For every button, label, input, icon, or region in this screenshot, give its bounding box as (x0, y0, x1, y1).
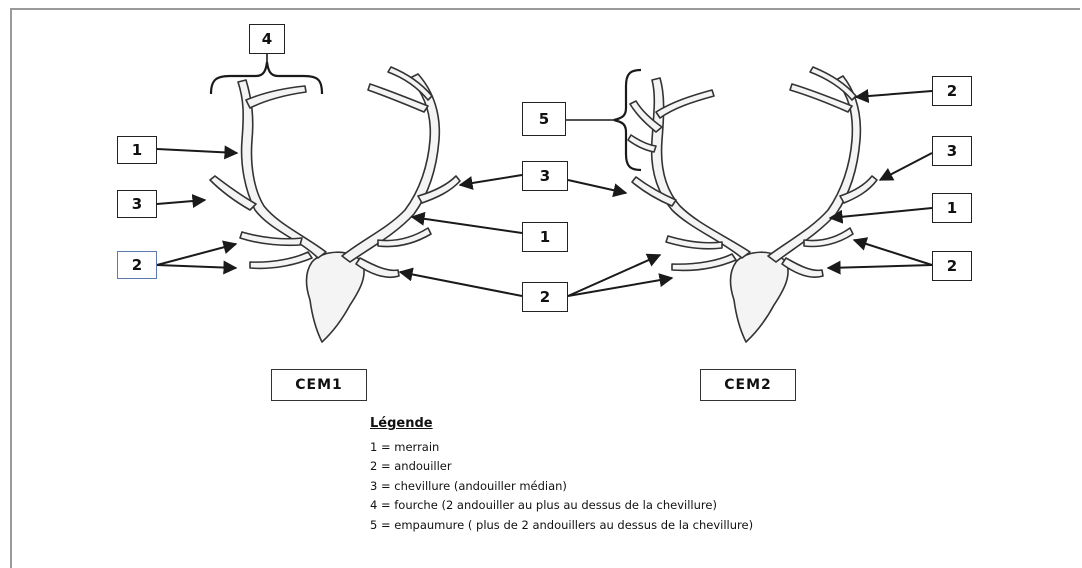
legend-title: Légende (370, 414, 753, 434)
arrow-right-top-tine (856, 91, 932, 97)
arrow-right-tine-a (854, 240, 932, 265)
label-box-fork: 4 (249, 24, 285, 54)
caption-cem2: CEM2 (700, 369, 796, 401)
arrow-right-beam (830, 208, 932, 218)
arrow-center-tine-left (400, 272, 522, 296)
legend-item-4: 4 = fourche (2 andouiller au plus au des… (370, 496, 753, 516)
legend-item-5: 5 = empaumure ( plus de 2 andouillers au… (370, 516, 753, 536)
label-box-right-top-tine: 2 (932, 76, 972, 106)
skull-cem2 (730, 252, 788, 342)
label-box-right-trez: 3 (932, 136, 972, 166)
arrow-left-trez (157, 200, 205, 204)
label-box-right-tines: 2 (932, 251, 972, 281)
label-box-left-tines: 2 (117, 251, 157, 279)
label-box-crown: 5 (522, 102, 566, 136)
skull-cem1 (306, 252, 364, 342)
arrow-center-trez-right (568, 180, 626, 193)
tine-crown-a-cem2 (656, 90, 714, 118)
beam-left-cem2 (652, 78, 750, 258)
label-box-center-trez: 3 (522, 161, 568, 191)
arrow-right-trez (880, 153, 932, 180)
tine-bez-left-cem1 (250, 252, 312, 268)
legend-item-2: 2 = andouiller (370, 457, 753, 477)
legend-item-1: 1 = merrain (370, 438, 753, 458)
arrow-left-tine-a (157, 244, 236, 265)
arrow-center-trez-left (460, 175, 522, 185)
label-box-right-beam: 1 (932, 193, 972, 223)
tine-fork-cem1 (246, 86, 306, 108)
arrow-center-tine-right-b (568, 278, 672, 296)
label-box-center-tines: 2 (522, 282, 568, 312)
antler-cem1 (210, 67, 460, 342)
arrow-left-beam (157, 149, 237, 153)
arrow-center-tine-right-a (568, 255, 660, 296)
antler-cem2 (628, 67, 877, 342)
tine-bez-left-cem2 (672, 254, 736, 270)
brace-crown (614, 70, 641, 170)
label-box-center-beam: 1 (522, 222, 568, 252)
caption-cem1: CEM1 (271, 369, 367, 401)
arrow-left-tine-b (157, 265, 236, 268)
label-box-left-trez: 3 (117, 190, 157, 218)
label-box-left-beam: 1 (117, 136, 157, 164)
arrow-right-tine-b (828, 265, 932, 268)
legend-item-3: 3 = chevillure (andouiller médian) (370, 477, 753, 497)
legend: Légende 1 = merrain 2 = andouiller 3 = c… (370, 414, 753, 535)
